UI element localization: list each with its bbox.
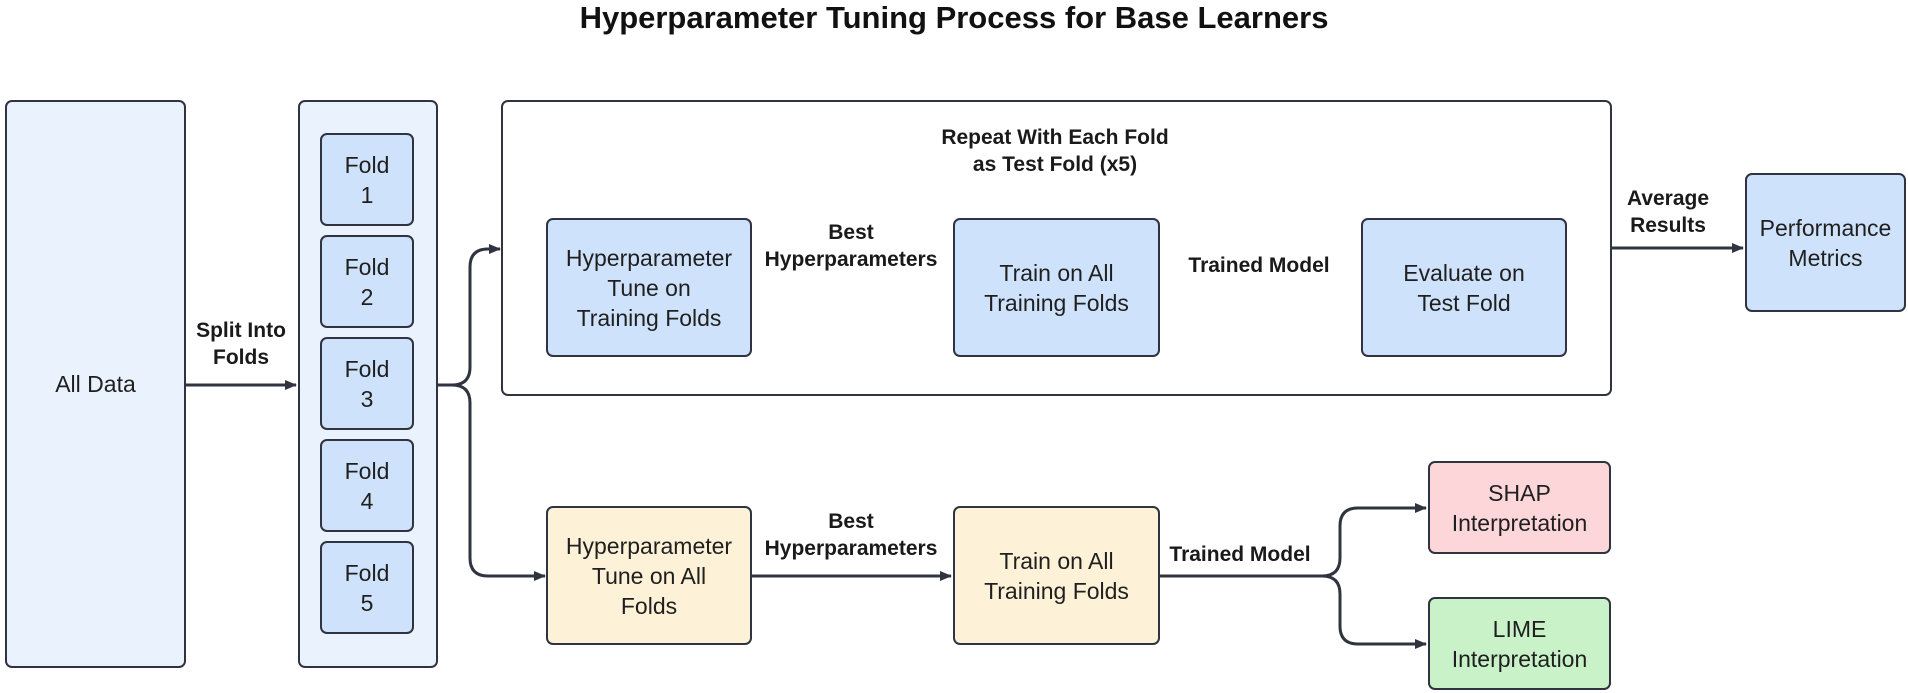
trained-model-label-bottom: Trained Model bbox=[1169, 543, 1311, 566]
lime-arrow bbox=[1321, 574, 1427, 649]
fold-2-node: Fold 2 bbox=[320, 235, 414, 328]
fold-1-node: Fold 1 bbox=[320, 133, 414, 226]
branch-connector bbox=[437, 244, 501, 387]
best-hyperparameters-label-top: Best Hyperparameters bbox=[764, 221, 938, 271]
cv-train-node: Train on All Training Folds bbox=[953, 218, 1160, 357]
fold-5-node: Fold 5 bbox=[320, 541, 414, 634]
diagram-title: Hyperparameter Tuning Process for Base L… bbox=[579, 0, 1329, 35]
all-data-node: All Data bbox=[5, 100, 186, 668]
split-into-folds-label: Split Into Folds bbox=[196, 319, 286, 369]
performance-metrics-node: Performance Metrics bbox=[1745, 173, 1906, 312]
best-hyperparameters-label-bottom: Best Hyperparameters bbox=[764, 510, 938, 560]
fold-3-node: Fold 3 bbox=[320, 337, 414, 430]
repeat-label: Repeat With Each Fold as Test Fold (x5) bbox=[941, 126, 1169, 176]
final-train-node: Train on All Training Folds bbox=[953, 506, 1160, 645]
cv-tune-node: Hyperparameter Tune on Training Folds bbox=[546, 218, 752, 357]
fold-4-node: Fold 4 bbox=[320, 439, 414, 532]
average-results-label: Average Results bbox=[1626, 187, 1710, 237]
lime-interpretation-node: LIME Interpretation bbox=[1428, 597, 1611, 690]
branch-connector-lower bbox=[451, 383, 546, 581]
all-data-label: All Data bbox=[55, 371, 136, 397]
cv-evaluate-node: Evaluate on Test Fold bbox=[1361, 218, 1567, 357]
trained-model-label-top: Trained Model bbox=[1188, 254, 1330, 277]
shap-arrow bbox=[1321, 503, 1427, 578]
final-tune-node: Hyperparameter Tune on All Folds bbox=[546, 506, 752, 645]
shap-interpretation-node: SHAP Interpretation bbox=[1428, 461, 1611, 554]
